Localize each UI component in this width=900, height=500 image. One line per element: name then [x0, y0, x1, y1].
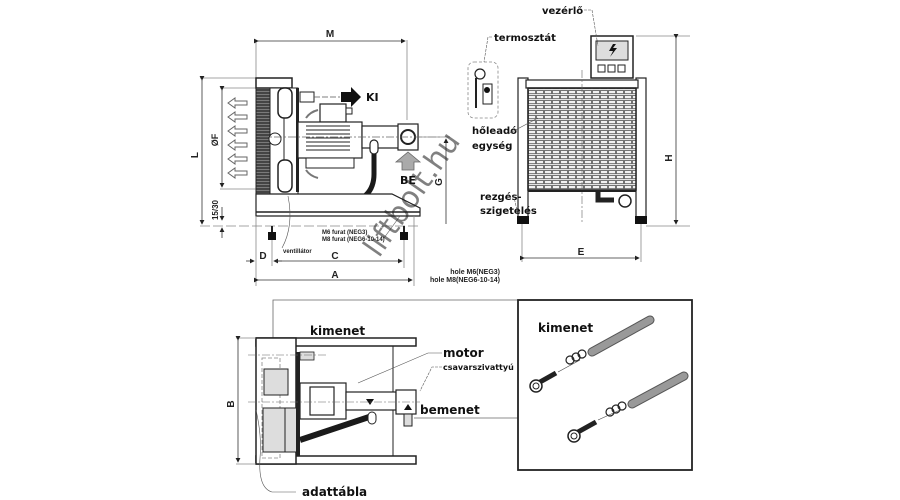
vibration-label-2: szigetelés [480, 205, 537, 217]
heat-unit-label-2: egység [472, 140, 512, 152]
top-view: B kimenet motor csavarszivattyú bemenet … [226, 299, 518, 499]
upper-connector-icon [529, 315, 655, 393]
detail-output-label: kimenet [538, 321, 593, 335]
foot-right [400, 232, 408, 240]
outlet-arrow-icon [341, 87, 361, 107]
dimension-h-label: H [664, 154, 675, 161]
hole-en-2-label: hole M8(NEG6-10-14) [430, 277, 500, 284]
thermostat-label: termosztát [494, 32, 556, 44]
controller-label: vezérlő [542, 5, 583, 17]
foot-left-front [517, 216, 529, 224]
dimension-f-label: ØF [210, 133, 220, 146]
dimension-c-label: C [331, 251, 338, 262]
foot-right-front [635, 216, 647, 224]
dimension-d-label: D [259, 251, 266, 262]
dimension-e-label: E [578, 247, 585, 258]
input-label: bemenet [420, 403, 480, 417]
front-view: vezérlő termosztát hőleadó egység rezgés… [467, 5, 690, 262]
airflow-arrows-icon [227, 97, 248, 179]
base-plate [255, 193, 421, 217]
pump-label: csavarszivattyú [443, 363, 514, 372]
vibration-label-1: rezgés- [480, 191, 522, 203]
output-label: kimenet [310, 324, 365, 338]
dimension-m-label: M [326, 29, 334, 40]
dimension-b-label: B [226, 400, 237, 407]
fan-blade-icon [277, 87, 293, 119]
inlet-label: BE [400, 174, 416, 187]
dimension-g-label: G [434, 178, 445, 186]
foot-left [268, 232, 276, 240]
dimension-a-label: A [331, 270, 338, 281]
dimension-l-label: L [190, 152, 201, 158]
connector-detail-box: kimenet [517, 299, 693, 471]
inlet-arrow-icon [394, 151, 422, 171]
hole-en-1-label: hole M6(NEG3) [450, 269, 500, 276]
lower-connector-icon [567, 371, 689, 443]
outlet-label: KI [366, 91, 379, 104]
fan-label: ventillátor [283, 249, 312, 255]
lightning-icon [609, 44, 617, 57]
nameplate-label: adattábla [302, 485, 367, 499]
nameplate [263, 368, 289, 396]
motor-body [297, 121, 363, 159]
motor-label: motor [443, 346, 484, 360]
hole-m6-label: M6 furat (NEG3) [322, 230, 367, 236]
hole-m8-label: M8 furat (NEG6-10-14) [322, 237, 385, 243]
dimension-gap-label: 15/30 [211, 199, 220, 220]
side-view: M L ØF 15/30 [190, 29, 500, 286]
heat-unit-label-1: hőleadó [472, 125, 517, 137]
